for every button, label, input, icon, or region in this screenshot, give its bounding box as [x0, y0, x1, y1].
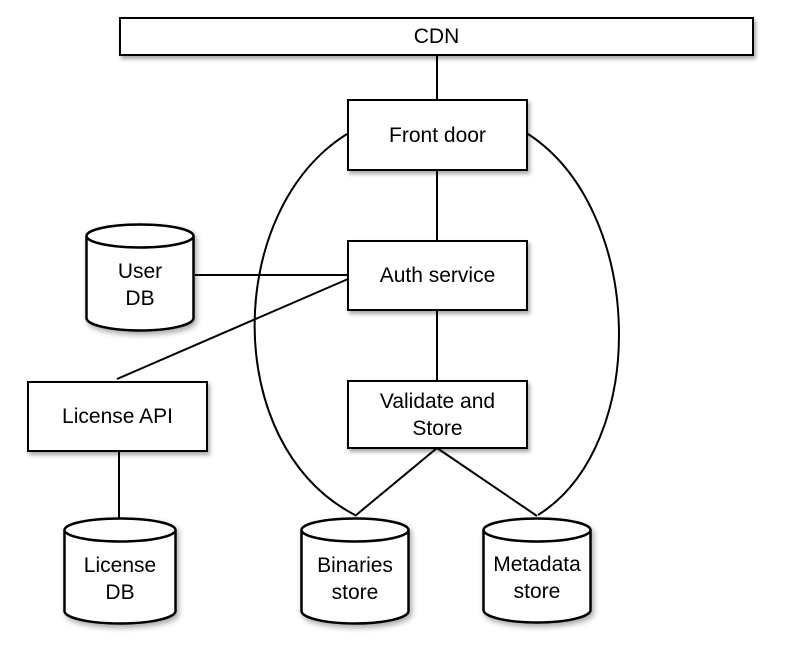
node-binaries-store-label-line2: store	[331, 580, 379, 604]
node-license-db-label-line1: License	[83, 553, 157, 577]
node-cdn-label: CDN	[413, 25, 460, 48]
node-user-db: User DB	[85, 223, 195, 332]
node-user-db-label-line2: DB	[125, 287, 155, 310]
node-metadata-store-label-line2: store	[513, 580, 561, 603]
node-license-api: License API	[27, 381, 208, 452]
node-validate-and-store: Validate and Store	[347, 380, 528, 449]
node-license-db: License DB	[63, 517, 177, 625]
node-auth-service: Auth service	[347, 240, 528, 311]
edge-front-door-metadata-store	[527, 133, 620, 516]
node-user-db-label-line1: User	[117, 260, 163, 283]
node-validate-and-store-label-line2: Store	[412, 416, 463, 440]
node-binaries-store: Binaries store	[300, 517, 410, 625]
edge-validate-binaries-store	[354, 447, 438, 517]
node-front-door-label: Front door	[389, 123, 486, 147]
edge-license-api-auth-service	[116, 278, 349, 380]
node-binaries-store-label-line1: Binaries	[317, 553, 393, 577]
node-auth-service-label: Auth service	[379, 264, 496, 287]
cylinder-shape-license-db	[63, 517, 177, 625]
node-license-api-label: License API	[62, 405, 173, 428]
edge-validate-metadata-store	[436, 447, 538, 517]
node-metadata-store-label-line1: Metadata	[493, 553, 581, 576]
cylinder-shape-binaries-store	[300, 517, 410, 625]
cylinder-shape-user-db	[85, 223, 195, 332]
cylinder-shape-metadata-store	[482, 517, 592, 624]
node-front-door: Front door	[347, 99, 528, 171]
node-cdn: CDN	[119, 17, 754, 56]
node-validate-and-store-label-line1: Validate and	[379, 389, 496, 413]
node-metadata-store: Metadata store	[482, 517, 592, 624]
edge-front-door-binaries-store	[253, 133, 356, 516]
node-license-db-label-line2: DB	[105, 580, 135, 604]
